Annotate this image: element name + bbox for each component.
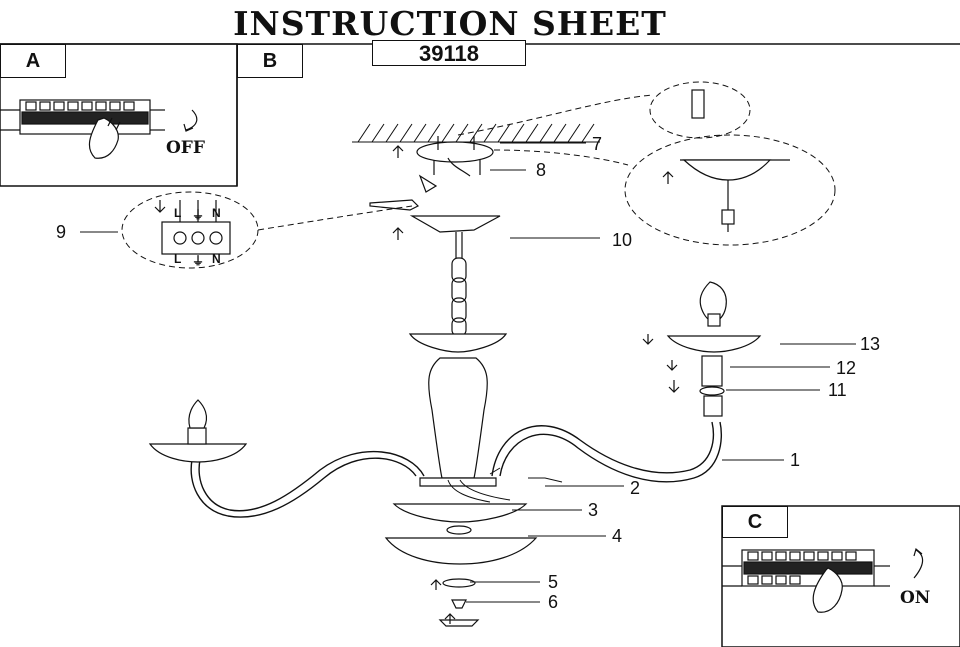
left-candle bbox=[148, 399, 248, 463]
lower-bowls bbox=[384, 503, 538, 627]
callout-8: 8 bbox=[536, 160, 547, 180]
callout-12: 12 bbox=[836, 358, 857, 378]
callout-leaders bbox=[80, 142, 856, 603]
arms bbox=[190, 421, 723, 518]
panel-b-label: B bbox=[237, 44, 303, 78]
callout-2: 2 bbox=[630, 478, 641, 498]
terminal-top-n: N bbox=[212, 206, 221, 220]
mounting-plate bbox=[416, 136, 494, 177]
terminal-bottom-n: N bbox=[212, 252, 221, 266]
direction-arrows bbox=[154, 145, 680, 624]
switch-on-label: ON bbox=[900, 588, 931, 608]
chandelier-body bbox=[408, 333, 508, 487]
page-title: INSTRUCTION SHEET bbox=[233, 4, 667, 43]
callout-3: 3 bbox=[588, 500, 599, 520]
hand-icon-c bbox=[812, 567, 843, 613]
on-arrow-icon bbox=[913, 549, 924, 579]
detail-circles bbox=[121, 81, 836, 269]
wiring bbox=[447, 467, 563, 503]
callout-10: 10 bbox=[612, 230, 633, 250]
breaker-panel-a bbox=[0, 99, 198, 159]
ceiling-hatch bbox=[352, 123, 600, 143]
callout-4: 4 bbox=[612, 526, 623, 546]
chain bbox=[451, 257, 467, 337]
hand-icon-a bbox=[88, 117, 119, 159]
callout-5: 5 bbox=[548, 572, 559, 592]
callout-13: 13 bbox=[860, 334, 881, 354]
callout-6: 6 bbox=[548, 592, 559, 612]
canopy-assembly bbox=[369, 174, 501, 258]
right-candle-exploded bbox=[666, 281, 762, 417]
callout-11: 11 bbox=[828, 380, 847, 400]
callout-7: 7 bbox=[592, 134, 603, 154]
terminal-bottom-earth: ⏚ bbox=[192, 254, 205, 268]
model-number: 39118 bbox=[372, 40, 526, 66]
terminal-top-earth: ⏚ bbox=[192, 208, 205, 222]
terminal-top-l: L bbox=[174, 206, 182, 220]
switch-off-label: OFF bbox=[166, 138, 205, 158]
panel-a-label: A bbox=[0, 44, 66, 78]
breaker-panel-c bbox=[722, 547, 924, 613]
panel-c-label: C bbox=[722, 506, 788, 538]
callout-1: 1 bbox=[790, 450, 801, 470]
callout-9: 9 bbox=[56, 222, 67, 242]
off-arrow-icon bbox=[185, 109, 198, 131]
detail-contents bbox=[161, 89, 790, 255]
terminal-bottom-l: L bbox=[174, 252, 182, 266]
